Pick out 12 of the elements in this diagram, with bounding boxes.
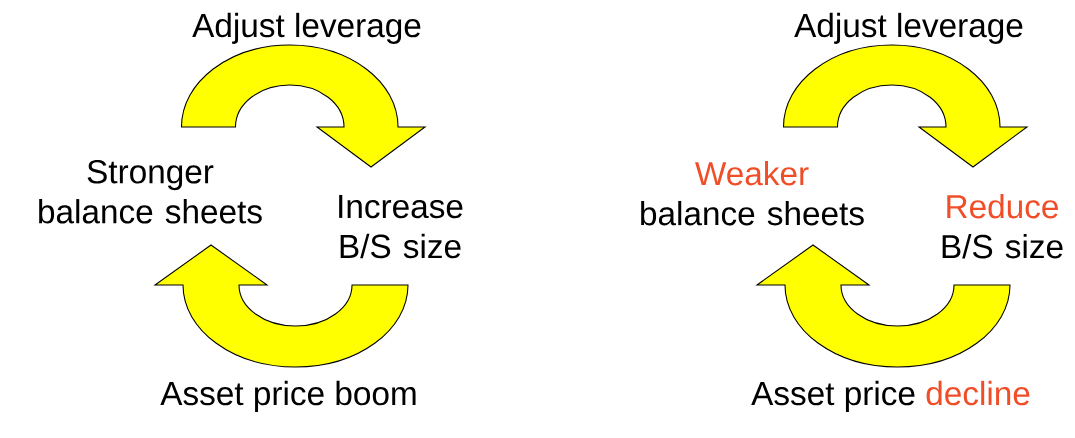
edge-label: Asset price decline — [751, 380, 1030, 412]
curved-block-arrow — [756, 244, 1011, 368]
edge-label: Adjust leverage — [794, 12, 1023, 44]
stage-label: Increase B/S size — [339, 194, 463, 259]
stage-label: Stronger balance sheets — [39, 159, 262, 224]
curved-block-arrow — [180, 44, 426, 168]
stage-label: Weaker balance sheets — [641, 160, 864, 226]
curved-block-arrow — [154, 244, 409, 368]
edge-label: Adjust leverage — [192, 12, 421, 44]
curved-block-arrow — [782, 44, 1028, 168]
edge-label: Asset price boom — [160, 380, 416, 412]
stage-label: Reduce B/S size — [942, 193, 1063, 259]
